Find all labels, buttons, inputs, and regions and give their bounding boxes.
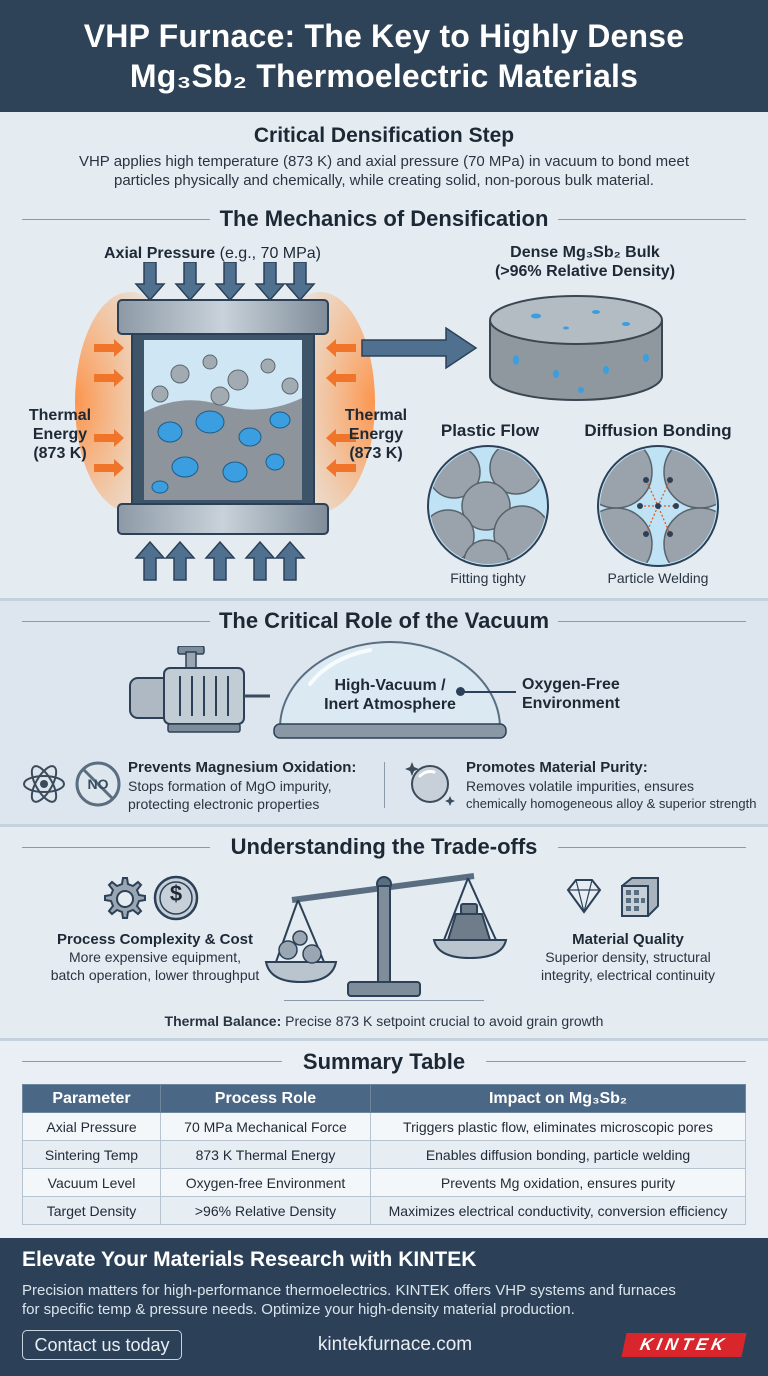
top-platen — [117, 299, 329, 335]
thermal-balance-note: Thermal Balance: Precise 873 K setpoint … — [164, 1013, 604, 1029]
prevents-oxidation-line2: protecting electronic properties — [128, 796, 320, 812]
promotes-purity-line2: chemically homogeneous alloy & superior … — [466, 796, 757, 811]
axial-pressure-label: Axial Pressure (e.g., 70 MPa) — [104, 245, 322, 262]
dollar-sign: $ — [169, 881, 183, 906]
quality-line2: integrity, electrical continuity — [540, 967, 716, 983]
table-header-row: Parameter Process Role Impact on Mg₃Sb₂ — [22, 1084, 746, 1113]
dollar-coin-icon — [153, 875, 199, 921]
dense-bulk-cylinder — [489, 295, 663, 401]
plastic-flow-label: Plastic Flow — [440, 421, 540, 440]
quality-line1: Superior density, structural — [545, 949, 711, 965]
divider — [558, 219, 746, 220]
process-arrow — [361, 326, 478, 370]
no-badge-icon — [75, 761, 121, 807]
heat-arrows — [94, 339, 356, 477]
table-row: Vacuum Level Oxygen-free Environment Pre… — [22, 1168, 746, 1197]
table-row: Target Density >96% Relative Density Max… — [22, 1196, 746, 1225]
summary-table: Parameter Process Role Impact on Mg₃Sb₂ … — [22, 1084, 746, 1225]
page-title-line1: VHP Furnace: The Key to Highly Dense — [83, 18, 685, 54]
bond-nodes — [637, 477, 679, 537]
thermal-label-right: Thermal Energy (873 K) — [344, 407, 408, 462]
table-cell: Target Density — [22, 1196, 161, 1225]
divider — [22, 1061, 282, 1062]
oxygen-free-label: Oxygen-Free Environment — [522, 676, 620, 712]
vacuum-dome — [273, 641, 507, 739]
gear-wrench-icon — [104, 877, 146, 919]
website-link[interactable]: kintekfurnace.com — [317, 1334, 473, 1355]
table-row: Sintering Temp 873 K Thermal Energy Enab… — [22, 1140, 746, 1169]
table-cell: 70 MPa Mechanical Force — [160, 1112, 371, 1141]
complexity-title: Process Complexity & Cost — [57, 931, 253, 948]
vacuum-pump-icon — [129, 646, 270, 733]
residual-pores — [513, 310, 649, 393]
critical-step-line2: particles physically and chemically, whi… — [114, 172, 654, 189]
critical-step-heading: Critical Densification Step — [253, 124, 515, 147]
vhp-press-diagram — [75, 262, 375, 581]
fitting-tighty-caption: Fitting tighty — [450, 570, 526, 586]
divider — [486, 1061, 746, 1062]
tradeoffs-heading: Understanding the Trade-offs — [230, 834, 538, 859]
table-cell: Maximizes electrical conductivity, conve… — [370, 1196, 746, 1225]
column-header: Parameter — [22, 1084, 161, 1113]
balance-scale — [264, 873, 508, 997]
column-header: Impact on Mg₃Sb₂ — [370, 1084, 746, 1113]
complexity-line1: More expensive equipment, — [69, 949, 241, 965]
diffusion-bonding-illustration — [597, 445, 719, 567]
dense-bulk-label: Dense Mg₃Sb₂ Bulk (>96% Relative Density… — [494, 244, 676, 280]
table-cell: Prevents Mg oxidation, ensures purity — [370, 1168, 746, 1197]
diamond-icon — [566, 879, 602, 914]
pores — [151, 410, 291, 494]
table-cell: Oxygen-free Environment — [160, 1168, 371, 1197]
bottom-platen — [117, 503, 329, 535]
complexity-line2: batch operation, lower throughput — [50, 967, 260, 983]
summary-heading: Summary Table — [302, 1049, 466, 1074]
page-header: VHP Furnace: The Key to Highly Dense Mg₃… — [0, 0, 768, 112]
no-badge-text: NO — [87, 776, 109, 792]
contact-button[interactable]: Contact us today — [22, 1330, 182, 1360]
vacuum-heading: The Critical Role of the Vacuum — [218, 608, 550, 633]
table-cell: >96% Relative Density — [160, 1196, 371, 1225]
column-header: Process Role — [160, 1084, 371, 1113]
table-cell: Axial Pressure — [22, 1112, 161, 1141]
kintek-logo: KINTEK — [621, 1333, 747, 1357]
particle-welding-caption: Particle Welding — [607, 570, 709, 586]
diffusion-bonding-label: Diffusion Bonding — [584, 421, 732, 440]
divider — [22, 621, 210, 622]
footer-title: Elevate Your Materials Research with KIN… — [22, 1248, 477, 1271]
divider-vertical — [384, 762, 385, 808]
table-row: Axial Pressure 70 MPa Mechanical Force T… — [22, 1112, 746, 1141]
material-cube-icon — [621, 877, 659, 917]
critical-step-line1: VHP applies high temperature (873 K) and… — [78, 153, 690, 170]
table-cell: Sintering Temp — [22, 1140, 161, 1169]
footer-line2: for specific temp & pressure needs. Opti… — [22, 1301, 575, 1318]
leader-line — [460, 691, 516, 693]
purity-sphere-icon — [405, 762, 455, 806]
pressure-arrows-bottom — [134, 540, 306, 581]
table-cell: Vacuum Level — [22, 1168, 161, 1197]
divider — [558, 847, 746, 848]
divider — [558, 621, 746, 622]
dome-label: High-Vacuum / Inert Atmosphere — [324, 677, 456, 713]
prevents-oxidation-line1: Stops formation of MgO impurity, — [128, 778, 332, 794]
loose-particles — [151, 354, 299, 406]
leader-dot — [456, 687, 465, 696]
atom-icon — [23, 765, 65, 803]
divider — [284, 1000, 484, 1001]
table-cell: Enables diffusion bonding, particle weld… — [370, 1140, 746, 1169]
table-cell: 873 K Thermal Energy — [160, 1140, 371, 1169]
footer-line1: Precision matters for high-performance t… — [22, 1282, 676, 1299]
thermal-label-left: Thermal Energy (873 K) — [28, 407, 92, 462]
quality-title: Material Quality — [572, 931, 684, 948]
divider — [22, 219, 210, 220]
divider — [22, 847, 210, 848]
plastic-flow-illustration — [427, 445, 549, 567]
pressure-arrows-top — [134, 262, 316, 302]
promotes-purity-line1: Removes volatile impurities, ensures — [466, 778, 694, 794]
table-cell: Triggers plastic flow, eliminates micros… — [370, 1112, 746, 1141]
mechanics-heading: The Mechanics of Densification — [219, 206, 549, 231]
page-title-line2: Mg₃Sb₂ Thermoelectric Materials — [129, 58, 639, 94]
promotes-purity-title: Promotes Material Purity: — [466, 759, 648, 776]
prevents-oxidation-title: Prevents Magnesium Oxidation: — [128, 759, 357, 776]
